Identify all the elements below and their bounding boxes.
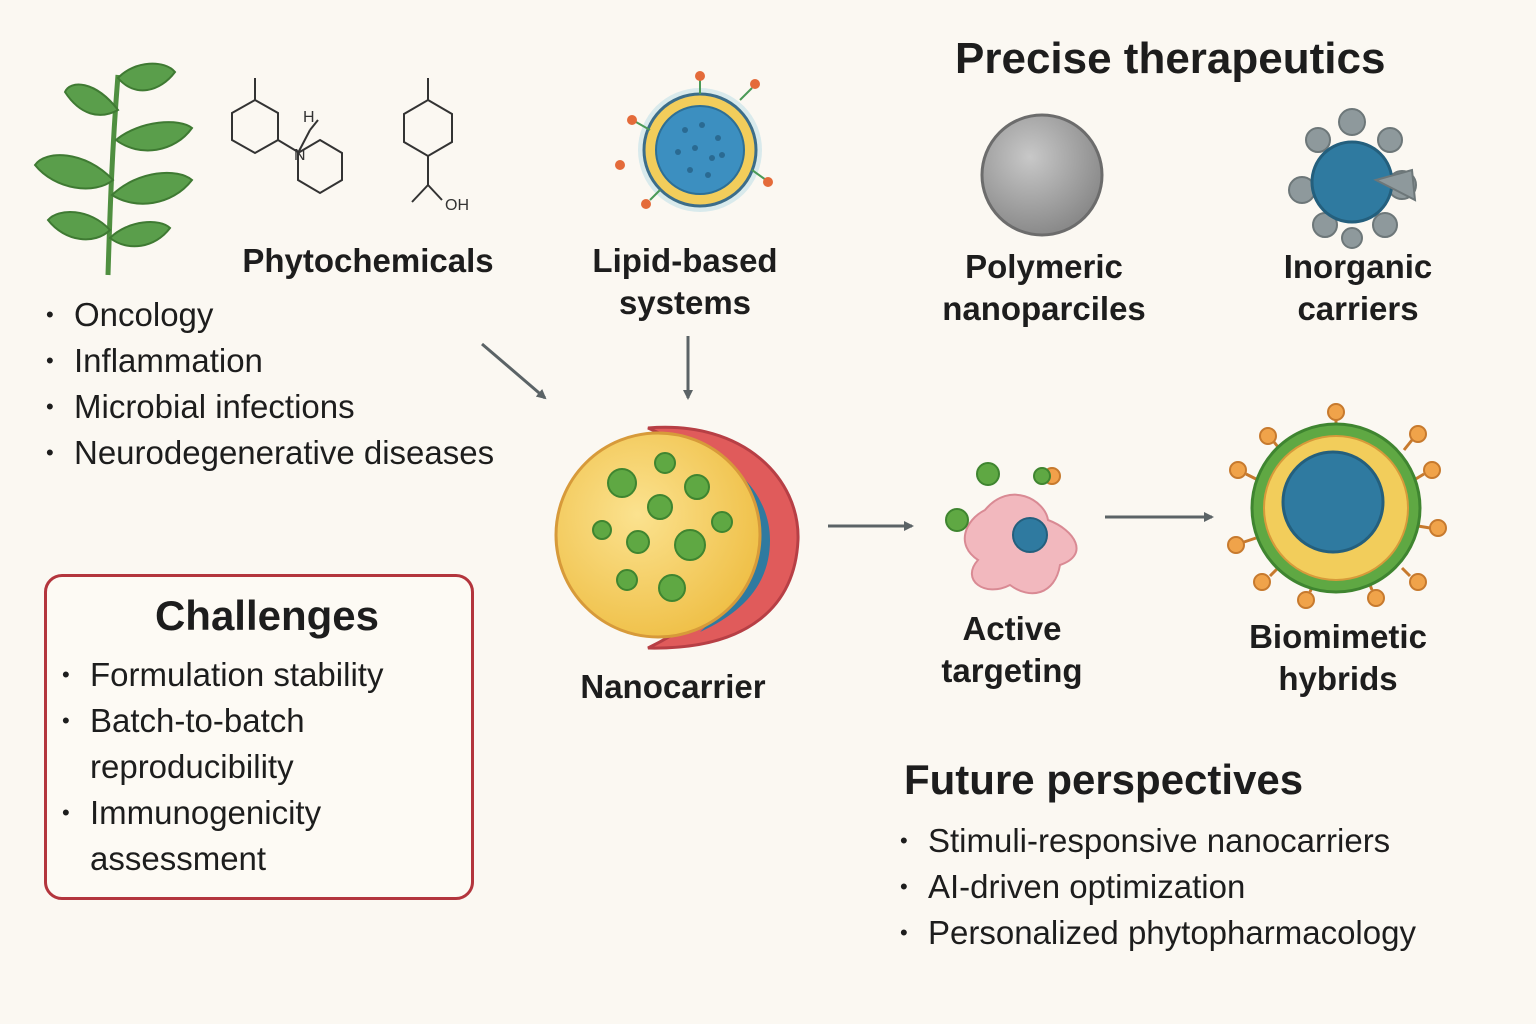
molecule-n-label: N	[294, 147, 306, 164]
molecule-oh-label: OH	[445, 197, 469, 214]
biomimetic-hybrids-label: Biomimetic hybrids	[1218, 616, 1458, 700]
target-cell-icon	[945, 462, 1078, 595]
polymeric-line-2: nanoparciles	[942, 290, 1146, 327]
active-line-1: Active	[962, 610, 1062, 647]
phytochemical-uses-list: Oncology Inflammation Microbial infectio…	[44, 292, 494, 476]
biomimetic-line-2: hybrids	[1278, 660, 1398, 697]
active-targeting-label: Active targeting	[902, 608, 1122, 692]
challenge-text-continued: reproducibility	[90, 748, 294, 785]
phytochemicals-label: Phytochemicals	[242, 242, 494, 279]
list-item: Batch-to-batch reproducibility	[60, 698, 383, 790]
challenge-text-continued: assessment	[90, 840, 267, 877]
list-item: Oncology	[44, 292, 494, 338]
list-item: Formulation stability	[60, 652, 383, 698]
active-line-2: targeting	[941, 652, 1083, 689]
biomimetic-hybrid-icon	[1227, 403, 1447, 609]
list-item: Microbial infections	[44, 384, 494, 430]
molecule-structure-2	[403, 78, 453, 203]
polymeric-line-1: Polymeric	[965, 248, 1123, 285]
list-item: Neurodegenerative diseases	[44, 430, 494, 476]
precise-therapeutics-title: Precise therapeutics	[955, 34, 1386, 83]
molecule-h-label: H	[303, 109, 315, 126]
inorganic-line-2: carriers	[1297, 290, 1419, 327]
lipid-line-2: systems	[618, 284, 752, 321]
molecule-structure-1	[231, 78, 343, 195]
list-item: Stimuli-responsive nanocarriers	[898, 818, 1416, 864]
biomimetic-line-1: Biomimetic	[1249, 618, 1427, 655]
future-perspectives-title: Future perspectives	[904, 756, 1304, 803]
challenge-text: Immunogenicity	[90, 794, 322, 831]
challenge-text: Batch-to-batch	[90, 702, 305, 739]
list-item: Immunogenicity assessment	[60, 790, 383, 882]
future-perspectives-list: Stimuli-responsive nanocarriers AI-drive…	[898, 818, 1416, 956]
polymeric-nanoparticles-label: Polymeric nanoparciles	[914, 246, 1174, 330]
plant-icon	[33, 62, 194, 276]
inorganic-carrier-icon	[1288, 108, 1417, 249]
liposome-icon	[615, 71, 773, 212]
inorganic-carriers-label: Inorganic carriers	[1238, 246, 1478, 330]
list-item: Inflammation	[44, 338, 494, 384]
list-item: AI-driven optimization	[898, 864, 1416, 910]
polymeric-nanoparticle-icon	[980, 113, 1104, 237]
lipid-line-1: Lipid-based	[592, 242, 778, 279]
nanocarrier-icon	[554, 425, 800, 650]
challenges-list: Formulation stability Batch-to-batch repr…	[60, 652, 383, 882]
challenge-text: Formulation stability	[90, 656, 384, 693]
challenges-title: Challenges	[154, 592, 380, 639]
inorganic-line-1: Inorganic	[1283, 248, 1433, 285]
nanocarrier-label: Nanocarrier	[580, 668, 766, 705]
lipid-based-systems-label: Lipid-based systems	[560, 240, 810, 324]
list-item: Personalized phytopharmacology	[898, 910, 1416, 956]
